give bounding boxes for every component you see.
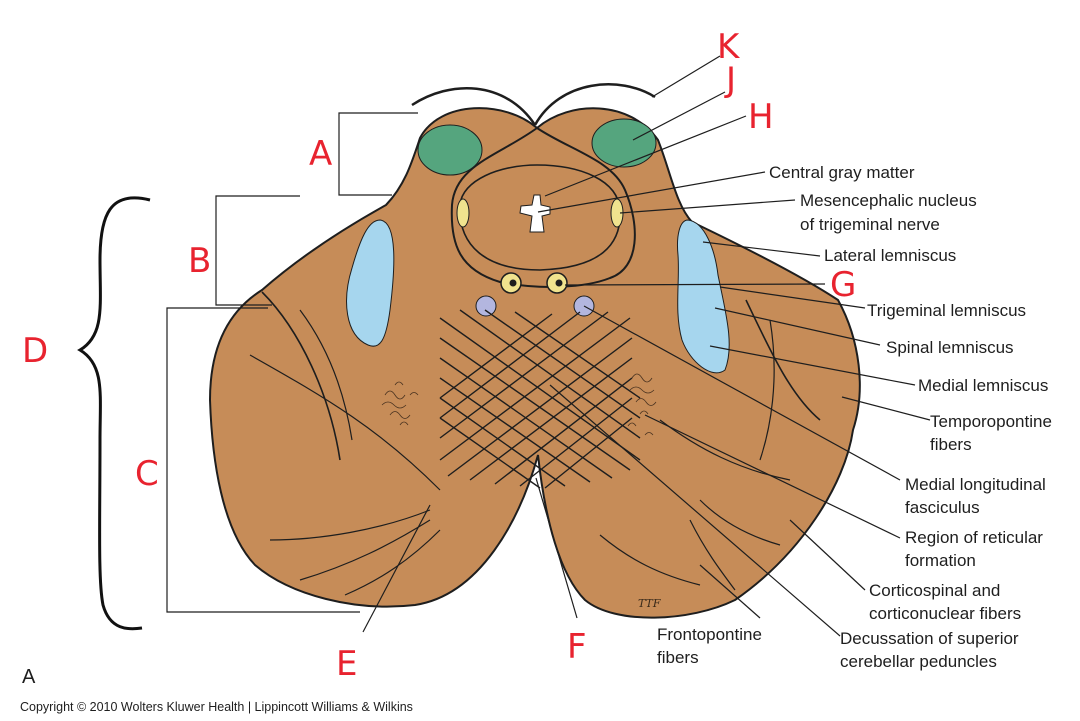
annotation-a: A: [309, 134, 332, 174]
label-reticular-2: formation: [905, 551, 976, 570]
annotation-e: E: [336, 644, 357, 684]
fiber-line: [344, 529, 441, 596]
label-temporopontine-1: Temporopontine: [930, 412, 1052, 431]
label-temporopontine-2: fibers: [930, 435, 972, 454]
label-decussation-2: cerebellar peduncles: [840, 652, 997, 671]
annotation-c: C: [135, 454, 159, 494]
fiber-line: [269, 509, 431, 541]
label-mesencephalic-2: of trigeminal nerve: [800, 215, 940, 234]
leader-lines: [362, 55, 931, 637]
nucleus-g-left-core: [509, 279, 517, 287]
curly-brace-d: [77, 196, 151, 631]
cerebral-aqueduct: [519, 194, 551, 233]
label-corticospinal-2: corticonuclear fibers: [869, 604, 1021, 623]
green-nucleus-left: [417, 124, 483, 176]
label-spinal-lemniscus: Spinal lemniscus: [886, 338, 1014, 357]
label-lateral-lemniscus: Lateral lemniscus: [824, 246, 956, 265]
lemniscus-left: [346, 219, 395, 347]
basilar-boundary-left: [261, 291, 341, 461]
annotation-b: B: [188, 241, 211, 281]
label-frontopontine-1: Frontopontine: [657, 625, 762, 644]
annotation-j: J: [724, 60, 736, 100]
annotation-d: D: [22, 331, 48, 371]
copyright-notice: Copyright © 2010 Wolters Kluwer Health |…: [20, 700, 413, 714]
annotation-f: F: [567, 627, 587, 667]
mesencephalic-nucleus-left: [456, 198, 470, 228]
nucleus-g-right-core: [555, 279, 563, 287]
tectum-arch-left: [411, 87, 537, 126]
green-nucleus-right: [591, 118, 657, 168]
label-mlf-1: Medial longitudinal: [905, 475, 1046, 494]
fiber-line: [759, 319, 775, 461]
decussation-hatching: [439, 309, 641, 489]
reticular-formation-right: [627, 373, 657, 436]
fiber-line: [299, 309, 353, 441]
fiber-line: [249, 354, 441, 491]
tectum-arch-right: [533, 83, 656, 126]
fiber-line: [599, 534, 701, 586]
region-brackets: [166, 112, 418, 613]
label-frontopontine-2: fibers: [657, 648, 699, 667]
mlf-left: [475, 295, 497, 317]
fiber-line: [689, 519, 736, 591]
panel-letter: A: [22, 666, 36, 688]
annotation-g: G: [830, 265, 856, 305]
fiber-line: [659, 419, 791, 481]
label-mlf-2: fasciculus: [905, 498, 980, 517]
annotation-k: K: [717, 27, 741, 67]
lemniscus-right: [677, 219, 730, 374]
label-mesencephalic-1: Mesencephalic nucleus: [800, 191, 977, 210]
label-corticospinal-1: Corticospinal and: [869, 581, 1000, 600]
label-decussation-1: Decussation of superior: [840, 629, 1019, 648]
label-reticular-1: Region of reticular: [905, 528, 1043, 547]
fiber-line: [299, 519, 431, 581]
fiber-line: [699, 499, 781, 546]
artist-signature: TTF: [638, 597, 661, 610]
annotation-h: H: [748, 97, 774, 137]
label-trigeminal-lemniscus: Trigeminal lemniscus: [867, 301, 1026, 320]
label-medial-lemniscus: Medial lemniscus: [918, 376, 1048, 395]
label-central-gray: Central gray matter: [769, 163, 915, 182]
reticular-formation-left: [381, 381, 419, 426]
